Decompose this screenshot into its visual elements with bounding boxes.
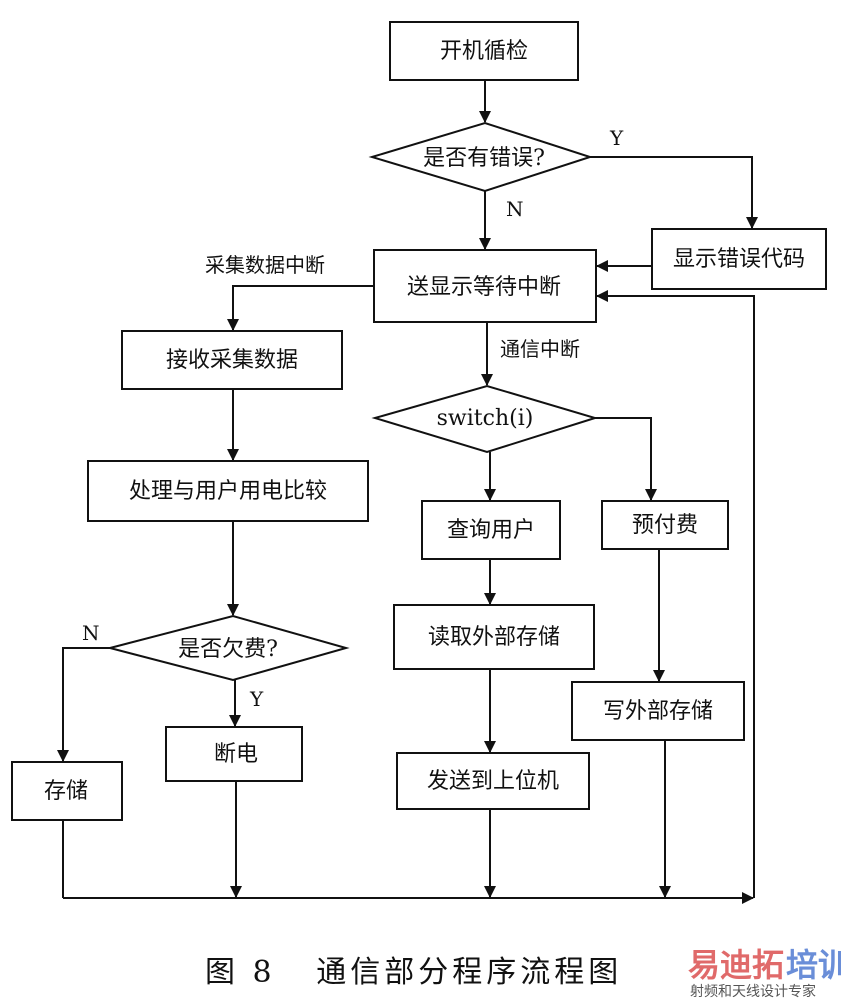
node-switch-label: switch(i)	[437, 406, 534, 431]
node-read-storage	[393, 604, 595, 670]
figure-caption: 图 8 通信部分程序流程图	[205, 955, 622, 990]
node-power-off-label: 断电	[214, 742, 258, 767]
node-check-arrears	[106, 614, 350, 682]
node-wait-interrupt	[373, 249, 597, 323]
node-power-off	[165, 726, 303, 782]
node-check-error-label: 是否有错误?	[423, 146, 545, 171]
node-write-storage	[571, 681, 745, 741]
node-receive-data	[121, 330, 343, 390]
node-read-storage-label: 读取外部存储	[428, 625, 560, 650]
node-show-error-label: 显示错误代码	[673, 247, 805, 272]
watermark-brand-red: 易迪拓	[688, 946, 784, 984]
edge-collect	[227, 285, 374, 331]
edge-label-arrears-yes: Y	[249, 687, 264, 711]
edge-label-error-yes: Y	[609, 126, 624, 150]
node-query-user	[421, 500, 561, 560]
node-check-arrears-label: 是否欠费?	[178, 637, 278, 662]
node-send-host	[396, 752, 590, 810]
edge-return-loop	[596, 290, 755, 898]
node-start	[389, 21, 579, 81]
node-write-storage-label: 写外部存储	[603, 699, 713, 724]
edge-label-collect: 采集数据中断	[205, 253, 325, 277]
node-prepay-label: 预付费	[632, 513, 698, 538]
edge-label-comm: 通信中断	[500, 337, 580, 361]
edge-label-error-no: N	[506, 197, 524, 221]
node-wait-interrupt-label: 送显示等待中断	[407, 275, 561, 300]
node-send-host-label: 发送到上位机	[427, 769, 559, 794]
node-compare-usage-label: 处理与用户用电比较	[129, 479, 327, 504]
node-show-error	[651, 228, 827, 290]
edge-error-yes	[590, 156, 758, 229]
node-receive-data-label: 接收采集数据	[166, 348, 298, 373]
node-store-label: 存储	[44, 779, 88, 804]
node-store	[11, 761, 123, 821]
edge-arrears-no	[57, 647, 110, 762]
node-start-label: 开机循检	[440, 39, 528, 64]
watermark-logo: 易迪拓 培训 射频和天线设计专家	[688, 946, 841, 1000]
node-prepay	[601, 500, 729, 550]
node-compare-usage	[87, 460, 369, 522]
edge-label-arrears-no: N	[82, 621, 100, 645]
node-query-user-label: 查询用户	[447, 518, 535, 543]
watermark-tagline: 射频和天线设计专家	[690, 983, 816, 1000]
edge-switch-prepay	[595, 417, 657, 501]
watermark-brand-blue: 培训	[786, 946, 841, 984]
